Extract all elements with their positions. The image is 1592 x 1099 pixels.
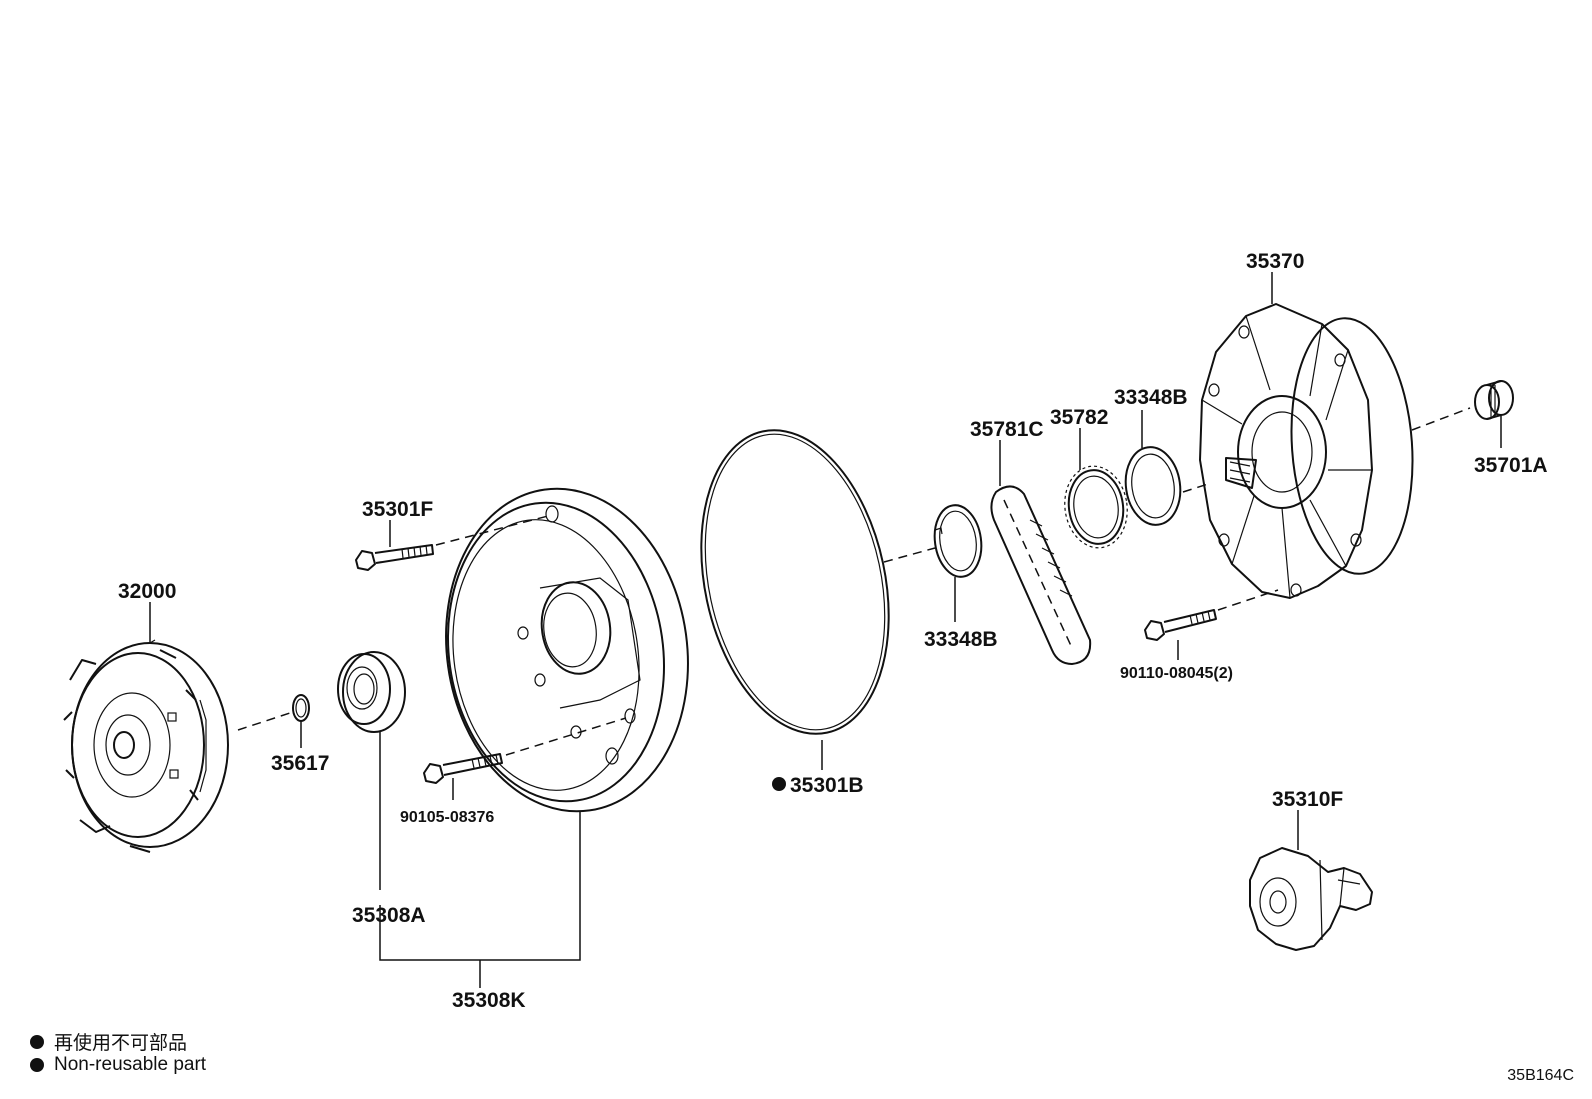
chain-35781C[interactable] (990, 485, 1092, 665)
o-ring-35617[interactable] (292, 694, 310, 722)
legend-dot-icon (30, 1034, 44, 1049)
label-35781C[interactable]: 35781C (970, 418, 1044, 441)
legend-line-jp: 再使用不可部品 (30, 1028, 187, 1055)
label-35370[interactable]: 35370 (1246, 250, 1304, 273)
legend-dot-icon (30, 1058, 44, 1072)
bolt-90105-08376[interactable] (423, 753, 503, 784)
legend-line-en: Non-reusable part (30, 1054, 206, 1076)
o-ring-35301B[interactable] (675, 413, 915, 752)
needle-bearing-35701A[interactable] (1474, 380, 1514, 420)
legend-text-jp: 再使用不可部品 (54, 1033, 188, 1054)
sprocket-35782[interactable] (1060, 462, 1133, 552)
label-35701A[interactable]: 35701A (1474, 454, 1548, 477)
torque-converter[interactable] (63, 639, 229, 853)
label-35308K[interactable]: 35308K (452, 989, 526, 1012)
part-labels: 32000 35617 35308A 35308K 35301F 90105-0… (118, 250, 1548, 1012)
label-33348B-upper[interactable]: 33348B (1114, 386, 1188, 409)
label-90110-08045[interactable]: 90110-08045(2) (1120, 665, 1233, 682)
oil-pump-assy-35310F[interactable] (1249, 847, 1373, 951)
axis-lines (237, 407, 1471, 756)
label-33348B-lower[interactable]: 33348B (924, 628, 998, 651)
thrust-washer-33348B-upper[interactable] (1121, 444, 1185, 529)
label-35782[interactable]: 35782 (1050, 406, 1108, 429)
legend-text-en: Non-reusable part (54, 1054, 207, 1075)
leader-lines (149, 272, 1502, 988)
label-32000[interactable]: 32000 (118, 580, 176, 603)
label-35308A[interactable]: 35308A (352, 904, 426, 927)
label-35617[interactable]: 35617 (271, 752, 329, 775)
snap-ring-33348B-lower[interactable] (930, 502, 986, 580)
label-35301F[interactable]: 35301F (362, 498, 433, 521)
diagram-code: 35B164C (1507, 1067, 1574, 1084)
label-90105-08376[interactable]: 90105-08376 (400, 809, 494, 826)
label-35301B[interactable]: 35301B (790, 774, 864, 797)
pump-cover-35308K[interactable] (426, 473, 709, 827)
non-reusable-marker (772, 777, 786, 791)
oil-seal-35308A[interactable] (337, 651, 406, 733)
label-35310F[interactable]: 35310F (1272, 788, 1343, 811)
pump-stator-35370[interactable] (1199, 303, 1421, 599)
bolt-90110-08045[interactable] (1144, 609, 1217, 641)
bolt-35301F[interactable] (355, 544, 434, 571)
